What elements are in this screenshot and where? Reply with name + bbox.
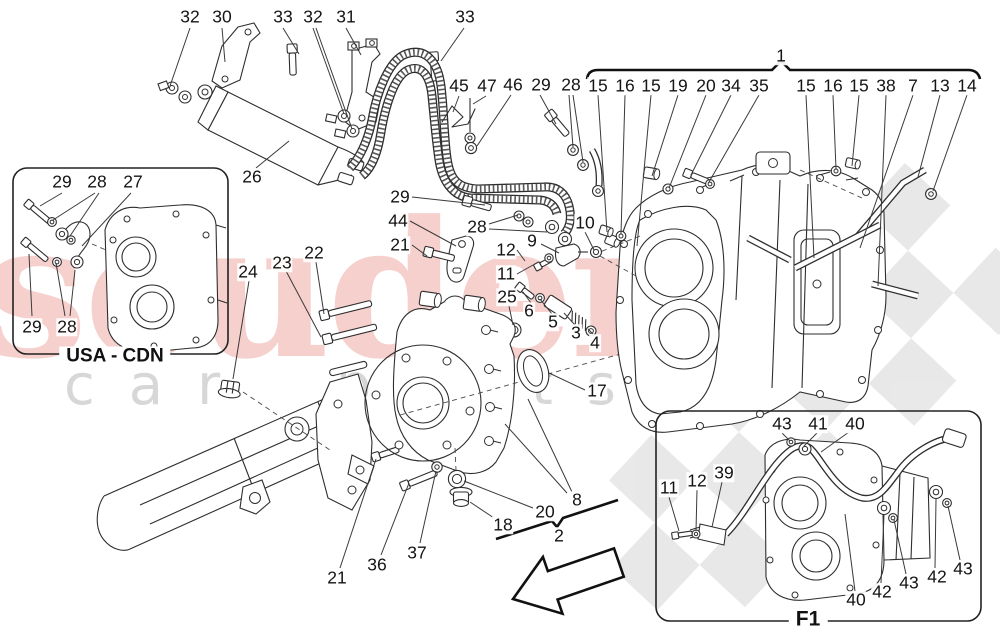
callout-15: 15 (795, 75, 817, 96)
direction-arrow (510, 546, 626, 616)
callout-24: 24 (237, 261, 259, 282)
main-housing (599, 151, 887, 433)
callout-43: 43 (898, 572, 920, 593)
callout-29: 29 (21, 316, 43, 337)
callout-29: 29 (389, 186, 411, 207)
callout-5: 5 (547, 311, 559, 332)
callout-20: 20 (534, 501, 556, 522)
usa-cdn-drawing (20, 198, 228, 353)
callout-29: 29 (530, 74, 552, 95)
callout-34: 34 (720, 75, 742, 96)
usa-cdn-label: USA - CDN (59, 346, 171, 366)
callout-2: 2 (553, 525, 565, 546)
support-bracket-44 (422, 235, 475, 283)
leader-lines (28, 27, 968, 592)
callout-11: 11 (495, 263, 517, 284)
callout-11: 11 (658, 477, 680, 498)
group-brace-2 (495, 498, 619, 541)
callout-7: 7 (907, 75, 919, 96)
callout-1: 1 (775, 45, 787, 66)
callout-38: 38 (875, 75, 897, 96)
callout-40: 40 (844, 413, 866, 434)
callout-35: 35 (748, 75, 770, 96)
callout-15: 15 (848, 75, 870, 96)
callout-16: 16 (822, 75, 844, 96)
callout-28: 28 (466, 216, 488, 237)
callout-9: 9 (526, 230, 538, 251)
callout-28: 28 (56, 316, 78, 337)
f1-label: F1 (788, 608, 828, 630)
callout-42: 42 (926, 566, 948, 587)
callout-42: 42 (871, 581, 893, 602)
callout-27: 27 (122, 171, 144, 192)
callout-18: 18 (492, 514, 514, 535)
callout-45: 45 (448, 75, 470, 96)
callout-19: 19 (667, 75, 689, 96)
callout-32: 32 (302, 6, 324, 27)
callout-15: 15 (640, 75, 662, 96)
callout-8: 8 (571, 489, 583, 510)
callout-46: 46 (502, 74, 524, 95)
callout-36: 36 (366, 554, 388, 575)
callout-40: 40 (845, 589, 867, 610)
callout-33: 33 (454, 6, 476, 27)
dowel-bushings (598, 157, 861, 242)
callout-43: 43 (771, 413, 793, 434)
callout-10: 10 (574, 212, 596, 233)
callout-16: 16 (614, 75, 636, 96)
callout-21: 21 (389, 234, 411, 255)
callout-25: 25 (496, 286, 518, 307)
callout-32: 32 (179, 6, 201, 27)
driveshaft-tube (96, 373, 375, 551)
callout-17: 17 (586, 380, 608, 401)
callout-43: 43 (952, 558, 974, 579)
callout-37: 37 (406, 542, 428, 563)
callout-28: 28 (560, 74, 582, 95)
callout-6: 6 (523, 300, 535, 321)
seal-ring (516, 349, 550, 393)
callout-3: 3 (570, 322, 582, 343)
callout-31: 31 (335, 6, 357, 27)
callout-20: 20 (695, 75, 717, 96)
callout-12: 12 (686, 470, 708, 491)
callout-33: 33 (272, 6, 294, 27)
callout-39: 39 (713, 462, 735, 483)
callout-47: 47 (476, 75, 498, 96)
callout-15: 15 (587, 75, 609, 96)
callout-13: 13 (929, 75, 951, 96)
callout-29: 29 (51, 171, 73, 192)
callout-21: 21 (326, 567, 348, 588)
oil-hoses (350, 52, 605, 247)
nut-24 (217, 379, 241, 399)
callout-12: 12 (495, 239, 517, 260)
callout-22: 22 (303, 242, 325, 263)
callout-26: 26 (241, 166, 263, 187)
drain-plug-group (399, 447, 473, 507)
callout-44: 44 (387, 210, 409, 231)
callout-23: 23 (271, 252, 293, 273)
callout-28: 28 (86, 171, 108, 192)
callout-4: 4 (589, 332, 601, 353)
callout-14: 14 (956, 75, 978, 96)
cooler-bracket-left (157, 22, 298, 104)
callout-30: 30 (211, 6, 233, 27)
f1-drawing (671, 428, 967, 601)
callout-41: 41 (807, 413, 829, 434)
